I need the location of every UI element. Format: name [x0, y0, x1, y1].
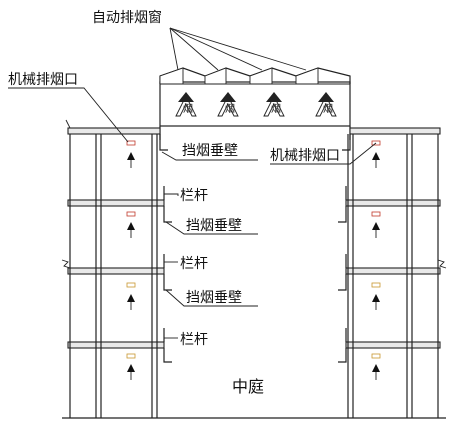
smoke-plume-1: 烟 — [175, 92, 197, 117]
airflow-arrows — [127, 152, 380, 380]
up-arrow-icon — [372, 152, 380, 168]
roof-skylight — [159, 67, 351, 140]
smoke-char-3: 烟 — [271, 102, 281, 115]
top-slab — [65, 119, 441, 135]
label-railing-2: 栏杆 — [180, 256, 208, 272]
smoke-plume-4: 烟 — [315, 92, 337, 117]
up-arrow-icon — [127, 222, 135, 238]
label-railing-3: 栏杆 — [180, 332, 208, 348]
label-mech-outlet-right: 机械排烟口 — [270, 148, 340, 164]
up-arrow-icon — [372, 222, 380, 238]
smoke-plume-2: 烟 — [217, 92, 239, 117]
auto-smoke-window-panels — [159, 67, 319, 85]
up-arrow-icon — [372, 364, 380, 380]
leader-lines — [8, 27, 377, 339]
label-smoke-wall-2: 挡烟垂壁 — [186, 218, 242, 234]
label-mech-outlet-left: 机械排烟口 — [8, 72, 78, 88]
floor-slabs — [67, 199, 441, 349]
label-auto-smoke-window: 自动排烟窗 — [92, 9, 162, 26]
smoke-curtains — [159, 134, 351, 363]
label-smoke-wall-3: 挡烟垂壁 — [186, 290, 242, 306]
smoke-char-2: 烟 — [225, 102, 235, 115]
label-atrium: 中庭 — [232, 377, 264, 396]
mechanical-vents — [126, 140, 381, 359]
up-arrow-icon — [127, 152, 135, 168]
smoke-char-4: 烟 — [323, 102, 333, 115]
walls — [61, 134, 447, 419]
smoke-plume-3: 烟 — [263, 92, 285, 117]
labels: 自动排烟窗 机械排烟口 机械排烟口 挡烟垂壁 栏杆 挡烟垂壁 栏杆 挡烟垂壁 栏… — [8, 9, 340, 396]
up-arrow-icon — [127, 294, 135, 310]
up-arrow-icon — [127, 364, 135, 380]
smoke-plumes: 烟 烟 烟 烟 — [175, 92, 337, 117]
up-arrow-icon — [372, 294, 380, 310]
label-smoke-wall-1: 挡烟垂壁 — [182, 143, 238, 159]
label-railing-1: 栏杆 — [180, 188, 208, 204]
smoke-char-1: 烟 — [183, 102, 193, 115]
